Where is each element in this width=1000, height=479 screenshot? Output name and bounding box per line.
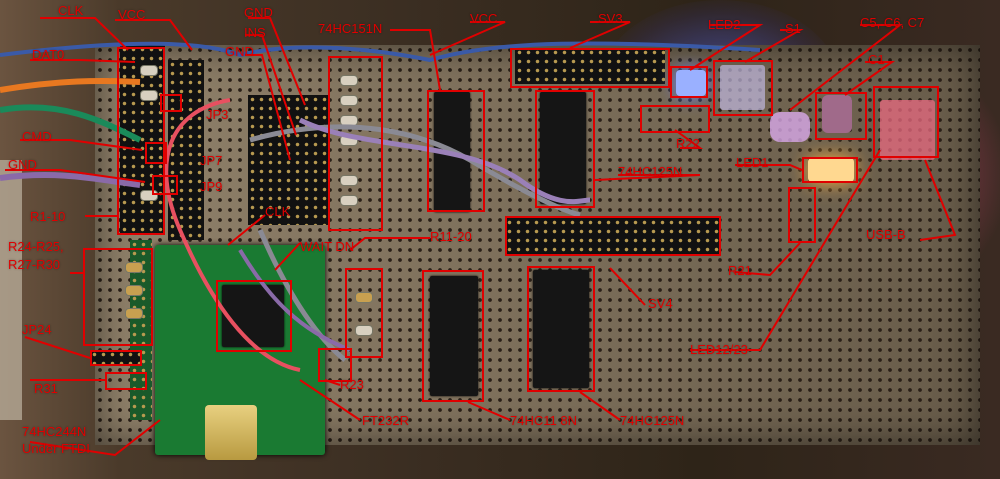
- resistor: [355, 325, 373, 336]
- resistor: [140, 65, 158, 76]
- label-jp7: JP7: [200, 153, 223, 168]
- label-gnd-left: GND: [8, 157, 37, 172]
- label-clk-mid: CLK: [265, 204, 291, 219]
- label-r11-20: R11-20: [430, 229, 472, 244]
- label-74hc125n-top: 74HC125N: [618, 164, 683, 179]
- box-s1: [713, 60, 773, 116]
- label-r1-10: R1-10: [30, 209, 66, 224]
- label-r24-r25: R24-R25,: [8, 239, 64, 254]
- label-vcc-top: VCC: [470, 11, 498, 26]
- box-wait-dn: [345, 268, 383, 358]
- box-jp9: [152, 175, 178, 195]
- label-sv3: SV3: [598, 11, 623, 26]
- header-left: [120, 45, 165, 235]
- label-jp3: JP3: [206, 107, 229, 122]
- box-ft232r: [216, 280, 292, 352]
- resistor: [125, 262, 143, 273]
- label-dat0: DAT0: [32, 47, 65, 62]
- box-r11-20: [328, 56, 383, 231]
- resistor: [355, 292, 373, 303]
- box-74hc151n: [427, 90, 485, 212]
- label-r31: R31: [34, 381, 58, 396]
- box-74hc125n-top: [535, 90, 595, 208]
- resistor: [340, 95, 358, 106]
- box-74hc118n: [422, 270, 484, 402]
- box-jp3: [160, 94, 182, 112]
- label-ins: INS: [244, 25, 266, 40]
- label-jp9: JP9: [200, 179, 223, 194]
- label-jp24: JP24: [22, 322, 52, 337]
- box-jp7: [145, 142, 167, 164]
- label-gnd-mid2: GND: [225, 44, 254, 59]
- box-c1: [815, 92, 867, 140]
- label-sv4: SV4: [648, 296, 673, 311]
- label-led1: LED1: [736, 155, 769, 170]
- usb-mini-connector: [205, 405, 257, 460]
- label-r22: R22: [676, 136, 700, 151]
- label-c1: C1: [868, 52, 885, 67]
- box-led1: [802, 157, 858, 183]
- label-vcc-left: VCC: [118, 7, 146, 22]
- box-sv4: [505, 216, 721, 256]
- jp24-header: [90, 350, 140, 364]
- capacitors: [770, 112, 810, 142]
- box-led12-23: [788, 187, 816, 243]
- label-r21: R21: [728, 263, 752, 278]
- led2: [676, 70, 706, 96]
- box-sv3: [510, 48, 670, 88]
- resistor: [125, 285, 143, 296]
- box-r31: [105, 372, 147, 390]
- label-r27-r30: R27-R30: [8, 257, 61, 272]
- label-c5-c6-c7: C5, C6, C7: [860, 15, 925, 30]
- label-usb-b: USB-B: [866, 227, 906, 242]
- label-wait-dn: WAIT DN: [300, 239, 355, 254]
- box-jp24: [90, 350, 142, 366]
- label-r23: R23: [340, 377, 364, 392]
- label-74hc125n-bottom: 74HC125N: [620, 413, 685, 428]
- label-led12-23: LED12/23: [690, 342, 748, 357]
- label-74hc244n: 74HC244N: [22, 424, 87, 439]
- switch-s1: [720, 65, 765, 110]
- label-ft232r: FT232R: [362, 413, 409, 428]
- breadboard-edge: [0, 160, 22, 420]
- label-s1: S1: [785, 21, 801, 36]
- chip-74hc125n-bottom: [529, 270, 593, 388]
- resistor: [140, 90, 158, 101]
- box-r22: [640, 105, 710, 133]
- label-clk-top: CLK: [58, 3, 84, 18]
- sv4-header: [505, 218, 720, 256]
- chip-74hc118n: [426, 276, 482, 396]
- label-74hc118n: 74HC11 8N: [510, 413, 577, 428]
- label-led2: LED2: [708, 17, 741, 32]
- header-jumpers: [168, 60, 204, 240]
- resistor: [140, 190, 158, 201]
- label-gnd-mid1: GND: [244, 5, 273, 20]
- label-under-ftdi: Under FTDI: [22, 441, 90, 456]
- resistor: [340, 75, 358, 86]
- label-cmd: CMD: [22, 129, 52, 144]
- box-usb-b: [873, 86, 939, 158]
- box-r1-10: [117, 47, 165, 235]
- box-74hc125n-bottom: [527, 266, 595, 392]
- box-r24-r30: [83, 248, 153, 346]
- box-led2: [670, 66, 708, 98]
- resistor: [125, 308, 143, 319]
- label-74hc151n: 74HC151N: [318, 21, 383, 36]
